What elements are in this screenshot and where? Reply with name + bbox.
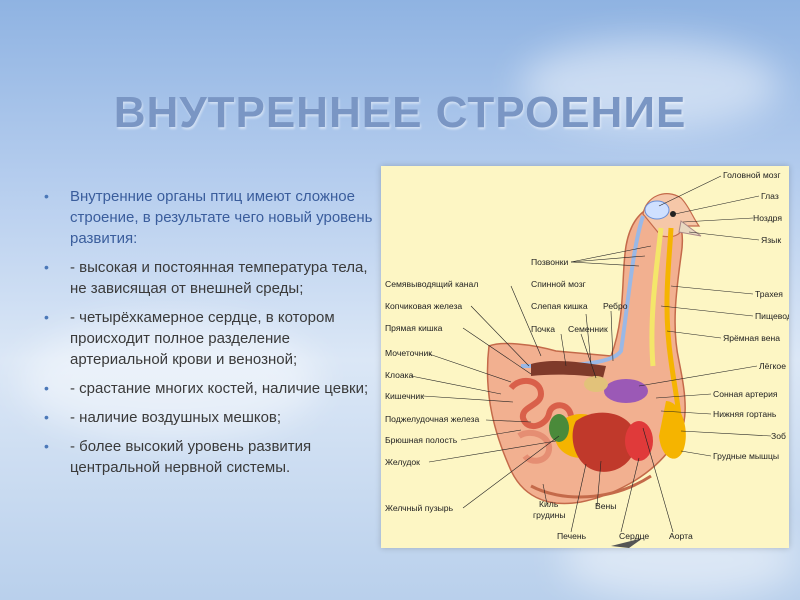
label-keel-1: Киль [539,499,559,509]
label-trachea: Трахея [755,289,783,299]
bird-feet [611,538,643,548]
label-liver: Печень [557,531,587,541]
label-brain: Головной мозг [723,170,781,180]
bullet-list: Внутренние органы птиц имеют сложное стр… [42,186,387,486]
label-veins: Вены [595,501,616,511]
bullet-item: - четырёхкамерное сердце, в котором прои… [42,307,387,370]
label-stomach: Желудок [385,457,420,467]
label-caecum: Слепая кишка [531,301,588,311]
label-esophagus: Пищевод [755,311,789,321]
label-lung: Лёгкое [759,361,786,371]
label-eye: Глаз [761,191,779,201]
intestine-shape-2 [517,429,553,464]
label-jugular-vein: Ярёмная вена [723,333,780,343]
bullet-item: - срастание многих костей, наличие цевки… [42,378,387,399]
label-keel-2: грудины [533,510,566,520]
diagram-svg: Головной мозг Глаз Ноздря Язык Позвонки … [385,170,792,548]
slide-title: ВНУТРЕННЕЕ СТРОЕНИЕ [113,88,687,137]
brain-shape [644,200,670,220]
kidney-shape [531,360,606,378]
esophagus-shape [649,227,664,367]
intestine-shape [508,377,574,430]
eye-shape [670,211,676,217]
bullet-item: - наличие воздушных мешков; [42,407,387,428]
label-heart: Сердце [619,531,649,541]
cloud-decoration [520,40,780,130]
bullet-item: - высокая и постоянная температура тела,… [42,257,387,299]
label-seminal-duct: Семявыводящий канал [385,279,478,289]
label-syrinx: Нижняя гортань [713,409,777,419]
crop-shape [659,401,686,459]
lung-shape [604,379,648,403]
bird-anatomy-diagram: Головной мозг Глаз Ноздря Язык Позвонки … [381,166,792,548]
label-carotid: Сонная артерия [713,389,778,399]
label-nostril: Ноздря [753,213,782,223]
keel-shape [530,474,652,499]
heart-shape [625,421,653,461]
label-ureter: Мочеточник [385,348,432,358]
label-pancreas: Поджелудочная железа [385,414,479,424]
gallbladder-shape [549,414,569,442]
label-coccygeal-gland: Копчиковая железа [385,301,462,311]
testis-shape [584,376,608,392]
label-gallbladder: Желчный пузырь [385,503,454,513]
label-vertebrae: Позвонки [531,257,569,267]
label-testis: Семенник [568,324,608,334]
label-pectoral-muscles: Грудные мышцы [713,451,779,461]
label-aorta: Аорта [669,531,693,541]
label-cloaca: Клоака [385,370,414,380]
bird-beak [678,220,702,237]
label-intestine: Кишечник [385,391,424,401]
label-rib: Ребро [603,301,628,311]
liver-shape [572,412,637,472]
bullet-item: - более высокий уровень развития централ… [42,436,387,478]
label-rectum: Прямая кишка [385,323,443,333]
label-tongue: Язык [761,235,781,245]
label-abdominal-cavity: Брюшная полость [385,435,458,445]
leader-lines [410,175,772,533]
bullet-item: Внутренние органы птиц имеют сложное стр… [42,186,387,249]
label-spinal-cord: Спинной мозг [531,279,586,289]
label-kidney: Почка [531,324,555,334]
label-crop: Зоб [771,431,786,441]
